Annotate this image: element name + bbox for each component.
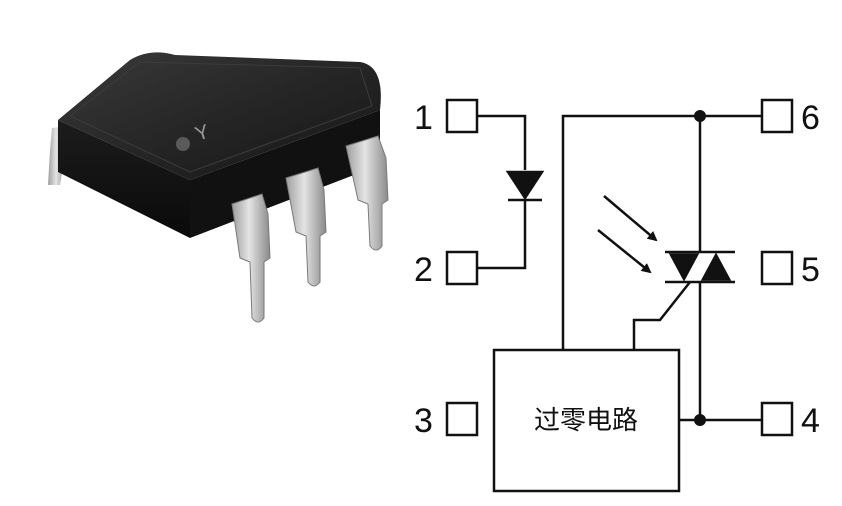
pin-box-6 [760,98,794,134]
lead-front-3 [345,135,389,251]
schematic [445,98,794,493]
pin-box-1 [445,98,479,134]
pin1-dot-mark [176,137,190,151]
zero-cross-label: 过零电路 [534,406,638,436]
lead-front-2 [285,167,327,287]
pin-number-6: 6 [801,99,820,137]
pin-number-4: 4 [801,402,820,440]
chip-marking: Y [192,121,211,146]
pin-box-2 [445,250,479,286]
wire-led-pin2 [477,200,527,270]
chip-body-side [58,120,190,238]
pin-box-5 [760,250,794,286]
wire-pin1-led [477,114,527,170]
led-diode-symbol [505,170,545,202]
pin-number-3: 3 [414,402,433,440]
pin-box-3 [445,401,479,437]
lead-front-1 [231,193,271,323]
pin-box-4 [760,401,794,437]
pin-number-1: 1 [414,99,433,137]
light-arrows [597,195,658,274]
chip-photo: Y [48,52,389,323]
pin-number-2: 2 [414,251,433,289]
pin-number-5: 5 [801,251,820,289]
wire-triac-gate [632,281,691,350]
zero-cross-box [492,348,681,493]
triac-symbol [665,250,735,284]
